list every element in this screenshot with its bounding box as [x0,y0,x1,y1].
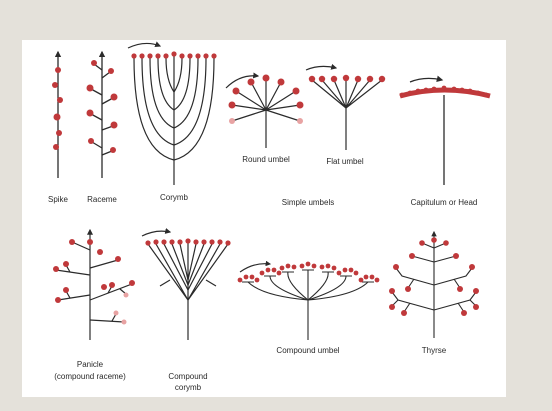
label-compound-corymb-sub: corymb [158,383,218,392]
flat-umbel-diagram [306,66,385,150]
label-panicle: Panicle [64,360,116,369]
label-round-umbel: Round umbel [226,155,306,164]
thyrse-diagram [389,232,479,338]
compound-corymb-diagram [142,231,231,340]
label-raceme: Raceme [80,195,124,204]
round-umbel-diagram [226,75,304,149]
label-compound-umbel: Compound umbel [260,346,356,355]
label-simple-umbels: Simple umbels [266,198,350,207]
raceme-diagram [87,52,118,178]
label-thyrse: Thyrse [410,346,458,355]
label-corymb: Corymb [152,193,196,202]
label-spike: Spike [40,195,76,204]
label-panicle-sub: (compound raceme) [42,372,138,381]
panicle-diagram [53,230,135,340]
label-flat-umbel: Flat umbel [312,157,378,166]
compound-umbel-diagram [238,262,380,340]
corymb-diagram [128,43,217,185]
label-compound-corymb: Compound [158,372,218,381]
capitulum-diagram [400,78,490,185]
label-capitulum: Capitulum or Head [392,198,496,207]
spike-diagram [52,52,63,178]
